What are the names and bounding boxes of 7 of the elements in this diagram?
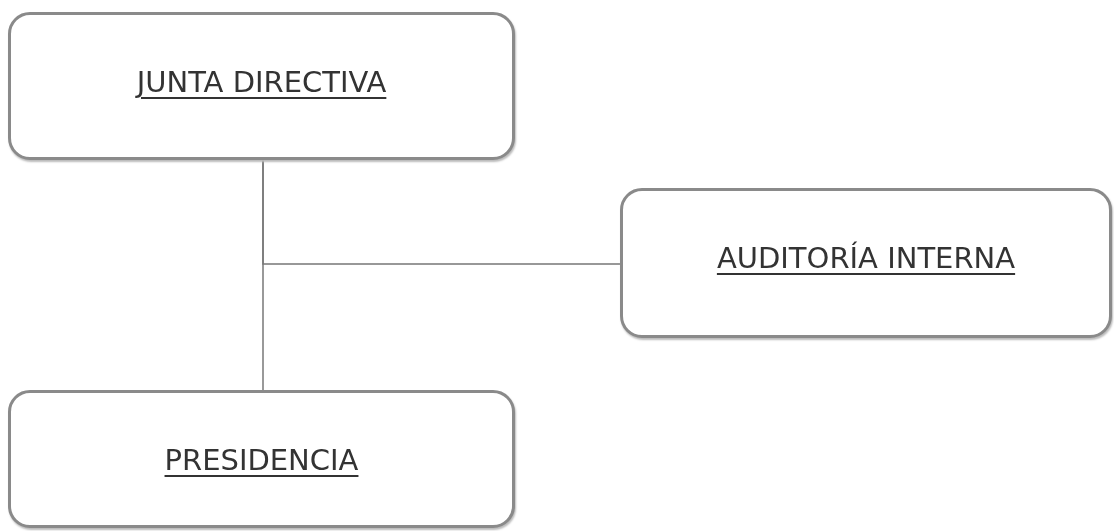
- box-title: AUDITORÍA INTERNA: [716, 241, 1016, 277]
- connector-line: [262, 159, 621, 265]
- box-title: JUNTA DIRECTIVA: [136, 65, 387, 101]
- org-box: [620, 188, 1112, 338]
- org-box: [8, 12, 515, 160]
- org-box: [8, 390, 515, 528]
- box-title: PRESIDENCIA: [164, 443, 359, 479]
